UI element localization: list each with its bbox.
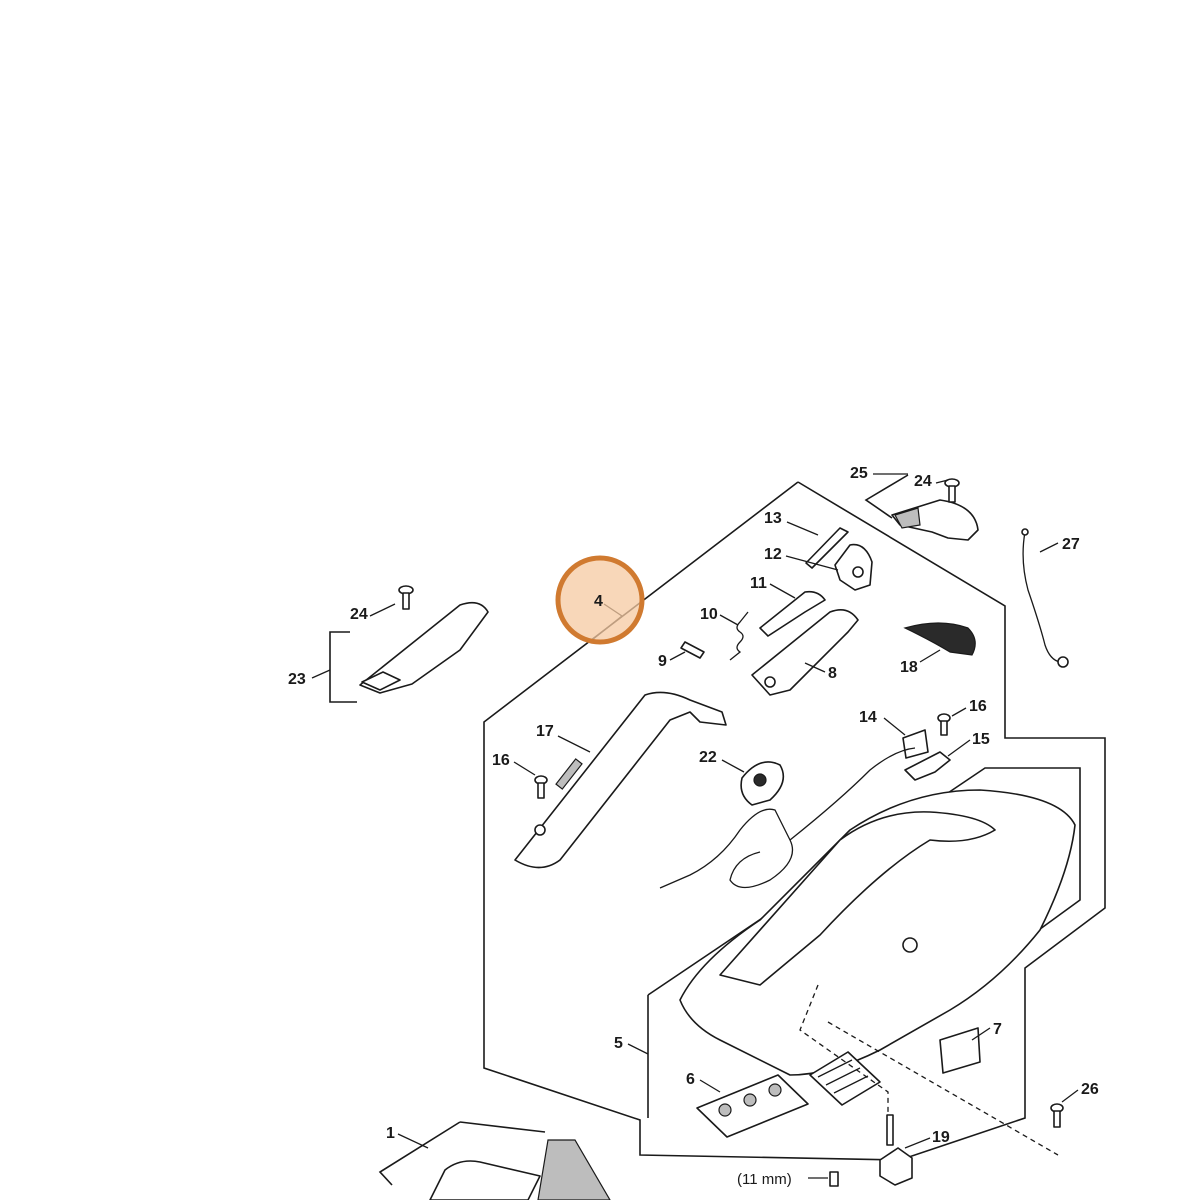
part-17-slot: [555, 758, 583, 790]
part-27-end: [1021, 528, 1029, 536]
part-7-label: [939, 1027, 981, 1074]
callout-15: 15: [972, 731, 990, 748]
part-11-lever: [759, 590, 826, 637]
callout-22: 22: [699, 749, 717, 766]
callout-19: 19: [932, 1129, 950, 1146]
screw-24-left: [398, 585, 414, 610]
part-12-pin: [852, 566, 864, 578]
part-5-grille: [809, 1051, 881, 1106]
part-5-inner-cavity: [719, 811, 996, 986]
wiring-harness: [659, 747, 916, 889]
screw-26: [1050, 1103, 1064, 1128]
bracket-1b: [459, 1121, 546, 1133]
part-8-pivot: [764, 676, 776, 688]
part-19-stem: [886, 1114, 894, 1146]
callout-4: 4: [594, 593, 603, 610]
part-13-rod: [805, 527, 849, 569]
part-19-plug: [879, 1147, 913, 1186]
part-23-cover: [359, 601, 489, 694]
part-12-lock: [834, 543, 873, 591]
part-25-clip: [894, 507, 921, 529]
callout-17: 17: [536, 723, 554, 740]
screw-24-right: [944, 478, 960, 503]
callout-9: 9: [658, 653, 667, 670]
callout-18: 18: [900, 659, 918, 676]
callout-labels: 1 5 6 7 8 9 10 11 12 13 14 15 16 16 17 1…: [288, 465, 1099, 1188]
part-10-spring: [729, 611, 749, 661]
part-1-filter-mesh: [537, 1139, 611, 1200]
sleeve-11mm: [829, 1171, 839, 1187]
note-11mm: (11 mm): [737, 1171, 792, 1188]
part-17-handle-cover: [514, 691, 727, 869]
highlight-marker-part-4[interactable]: 4: [555, 555, 645, 645]
part-14-switch: [902, 729, 929, 759]
callout-11: 11: [750, 575, 767, 592]
part-23-tab: [361, 671, 401, 691]
callout-24-left: 24: [350, 606, 368, 623]
callout-6: 6: [686, 1071, 695, 1088]
callout-24-right: 24: [914, 473, 932, 490]
part-18-grip-pad: [903, 622, 976, 656]
screw-16-left: [534, 775, 548, 799]
leader-lines: [311, 473, 1079, 1179]
callout-26: 26: [1081, 1081, 1099, 1098]
callout-14: 14: [859, 709, 877, 726]
callout-8: 8: [828, 665, 837, 682]
callout-1: 1: [386, 1125, 395, 1142]
bracket-25: [864, 474, 909, 519]
callout-10: 10: [700, 606, 718, 623]
callout-25: 25: [850, 465, 868, 482]
callout-23: 23: [288, 671, 306, 688]
part-15-contact: [904, 751, 951, 781]
callout-12: 12: [764, 546, 782, 563]
part-9-pin: [680, 641, 705, 659]
callout-16-right: 16: [969, 698, 987, 715]
part-27-loop: [1057, 656, 1069, 668]
bracket-23: [329, 631, 357, 703]
bracket-1: [378, 1121, 461, 1186]
callout-7: 7: [993, 1021, 1002, 1038]
highlight-circle[interactable]: [555, 555, 645, 645]
part-27-cable: [1022, 531, 1061, 663]
callout-13: 13: [764, 510, 782, 527]
callout-27: 27: [1062, 536, 1080, 553]
assembly-dashed-line-2: [799, 984, 889, 1138]
callout-5: 5: [614, 1035, 623, 1052]
part-1-filter: [429, 1160, 541, 1200]
part-17-hole: [534, 824, 546, 836]
assembly-outline: [483, 481, 1106, 1161]
part-22-knob: [753, 773, 767, 787]
part-5-boss: [902, 937, 918, 953]
screw-16-right: [937, 713, 951, 736]
callout-16-left: 16: [492, 752, 510, 769]
part-8-trigger: [751, 609, 859, 696]
